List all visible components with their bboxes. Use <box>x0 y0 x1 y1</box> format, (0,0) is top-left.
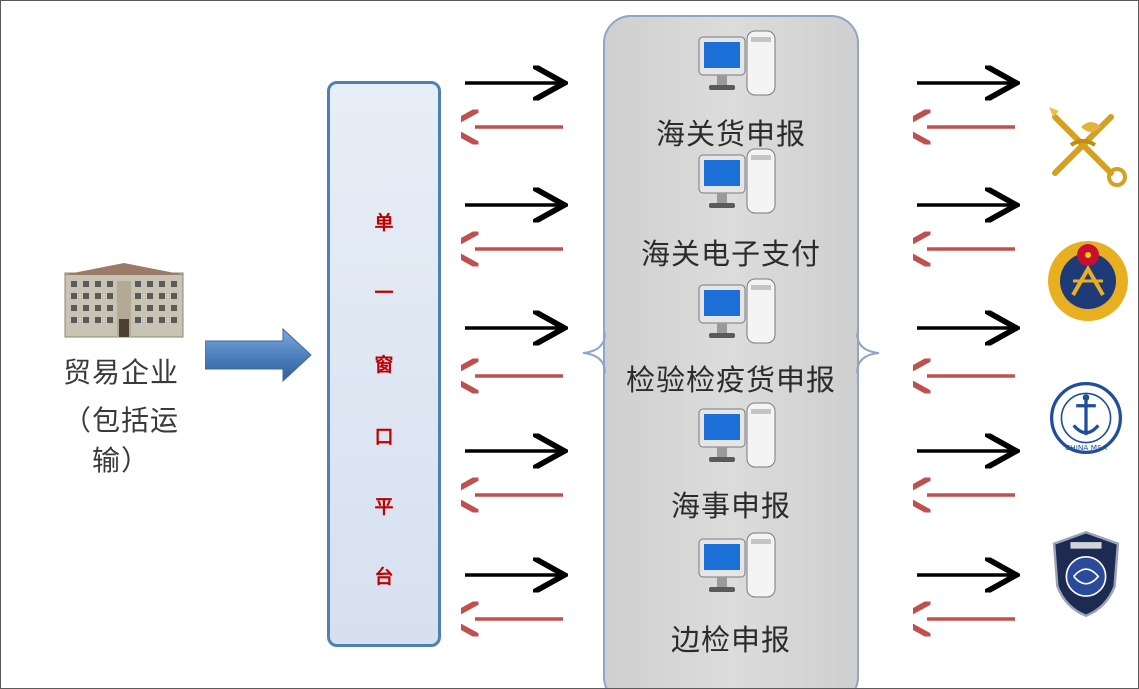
border-inspection-emblem-icon <box>1052 530 1120 618</box>
computer-server-icon <box>698 30 776 96</box>
service-label: 检验检疫货申报 <box>625 363 836 397</box>
china-msa-emblem-icon: CHINA MSA <box>1050 382 1122 454</box>
inspection-quarantine-emblem-icon <box>1048 241 1128 321</box>
computer-server-icon <box>698 278 776 344</box>
service-label: 海关货申报 <box>655 117 806 151</box>
submit-arrow <box>205 327 312 383</box>
service-label: 海关电子支付 <box>640 237 821 271</box>
office-building-icon <box>63 263 185 338</box>
service-label: 边检申报 <box>670 623 791 657</box>
single-window-char: 单 <box>374 212 394 234</box>
single-window-char: 台 <box>374 566 394 588</box>
computer-server-icon <box>698 532 776 598</box>
computer-server-icon <box>698 148 776 214</box>
single-window-platform: 单 一 窗 口 平 台 <box>327 81 441 647</box>
enterprise-name: 贸易企业 <box>62 356 179 389</box>
single-window-char: 平 <box>374 496 394 518</box>
msa-emblem-text: CHINA MSA <box>1065 443 1107 452</box>
right-arrows <box>913 61 1033 651</box>
single-window-char: 窗 <box>374 354 394 376</box>
enterprise-note: （包括运输） <box>62 404 179 477</box>
computer-server-icon <box>698 402 776 468</box>
single-window-char: 一 <box>374 282 394 304</box>
single-window-char: 口 <box>374 426 394 448</box>
panel-brace-left <box>582 332 606 374</box>
panel-brace-right <box>856 332 880 374</box>
left-arrows <box>461 61 581 651</box>
service-label: 海事申报 <box>670 489 791 523</box>
customs-emblem-icon <box>1049 107 1127 187</box>
